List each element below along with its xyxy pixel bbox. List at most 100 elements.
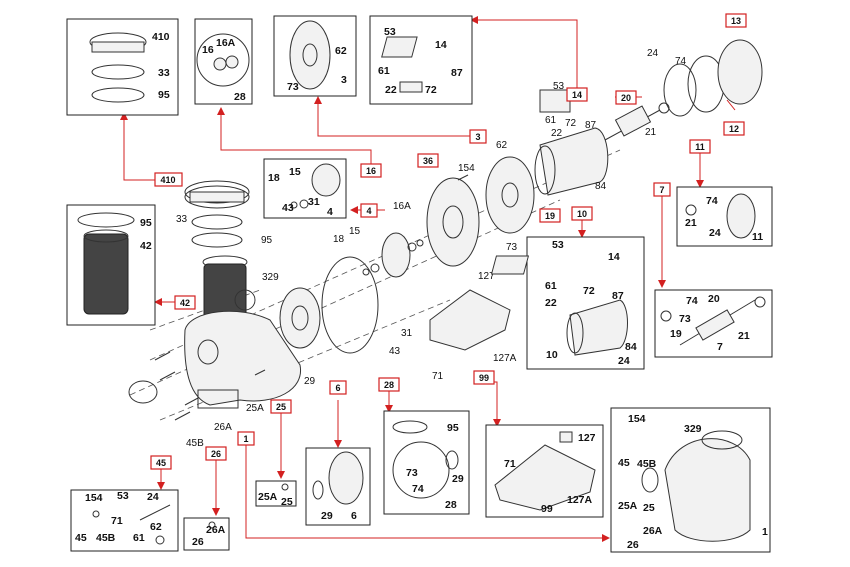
label-31: 31 bbox=[401, 328, 413, 339]
svg-text:18: 18 bbox=[268, 172, 280, 184]
tag-26: 26 bbox=[211, 449, 221, 459]
motor-bracket bbox=[485, 156, 535, 234]
part-tags: 410 16 3 14 13 20 12 11 36 4 19 10 7 42 … bbox=[150, 13, 747, 470]
detail-box-3: 62 73 3 bbox=[273, 15, 357, 97]
svg-text:95: 95 bbox=[158, 89, 170, 101]
svg-text:28: 28 bbox=[234, 91, 246, 103]
svg-text:84: 84 bbox=[625, 341, 637, 353]
svg-text:127: 127 bbox=[578, 432, 596, 444]
tag-6: 6 bbox=[335, 383, 340, 393]
tag-10: 10 bbox=[577, 209, 587, 219]
svg-text:26: 26 bbox=[627, 539, 639, 551]
svg-text:45: 45 bbox=[618, 457, 630, 469]
svg-text:74: 74 bbox=[412, 483, 424, 495]
svg-text:21: 21 bbox=[685, 217, 697, 229]
svg-text:29: 29 bbox=[321, 510, 333, 522]
svg-text:74: 74 bbox=[686, 295, 698, 307]
svg-text:99: 99 bbox=[541, 503, 553, 515]
label-74: 74 bbox=[675, 56, 687, 67]
motor-base bbox=[429, 289, 511, 351]
label-33: 33 bbox=[176, 214, 188, 225]
svg-text:73: 73 bbox=[679, 313, 691, 325]
tag-13: 13 bbox=[731, 16, 741, 26]
tag-16: 16 bbox=[366, 166, 376, 176]
label-87: 87 bbox=[585, 120, 597, 131]
fan-cover bbox=[663, 39, 763, 117]
pump-body bbox=[184, 289, 301, 409]
svg-text:14: 14 bbox=[435, 39, 447, 51]
svg-text:72: 72 bbox=[583, 285, 595, 297]
svg-text:25: 25 bbox=[281, 496, 293, 508]
svg-text:31: 31 bbox=[308, 196, 320, 208]
svg-text:61: 61 bbox=[133, 532, 145, 544]
svg-text:127A: 127A bbox=[567, 494, 593, 506]
svg-text:10: 10 bbox=[546, 349, 558, 361]
svg-text:11: 11 bbox=[752, 231, 763, 243]
svg-text:25: 25 bbox=[643, 502, 655, 514]
svg-text:329: 329 bbox=[684, 423, 702, 435]
detail-box-10: 53 14 61 72 87 22 84 10 24 bbox=[490, 236, 645, 370]
svg-text:26A: 26A bbox=[643, 525, 663, 537]
detail-box-28: 95 73 29 74 28 bbox=[383, 410, 470, 515]
svg-text:71: 71 bbox=[504, 458, 516, 470]
svg-text:95: 95 bbox=[447, 422, 459, 434]
detail-box-4: 18 15 43 31 4 bbox=[263, 158, 347, 219]
svg-text:87: 87 bbox=[612, 290, 624, 302]
label-21: 21 bbox=[645, 127, 657, 138]
detail-box-42: 95 42 bbox=[66, 204, 156, 326]
detail-box-45: 154 53 24 71 45 45B 61 62 bbox=[70, 489, 179, 552]
label-62: 62 bbox=[496, 140, 508, 151]
detail-box-25: 25A 25 bbox=[255, 480, 297, 508]
label-43: 43 bbox=[389, 346, 401, 357]
diffuser bbox=[279, 287, 321, 349]
motor bbox=[534, 89, 609, 196]
svg-text:53: 53 bbox=[117, 490, 129, 502]
label-53: 53 bbox=[553, 81, 565, 92]
svg-text:62: 62 bbox=[150, 521, 162, 533]
tag-3: 3 bbox=[475, 132, 480, 142]
tag-14: 14 bbox=[572, 90, 582, 100]
tag-410-box bbox=[154, 172, 183, 187]
label-25a: 25A bbox=[246, 403, 264, 414]
rotor-shaft bbox=[604, 102, 670, 141]
svg-text:61: 61 bbox=[545, 280, 557, 292]
tag-45: 45 bbox=[156, 458, 166, 468]
label-154: 154 bbox=[458, 163, 475, 174]
svg-text:22: 22 bbox=[545, 297, 557, 309]
svg-text:16A: 16A bbox=[216, 37, 236, 49]
detail-box-6: 29 6 bbox=[305, 447, 371, 526]
svg-text:4: 4 bbox=[327, 206, 333, 218]
tag-4: 4 bbox=[366, 206, 371, 216]
label-127: 127 bbox=[478, 271, 495, 282]
svg-text:21: 21 bbox=[738, 330, 750, 342]
svg-text:20: 20 bbox=[708, 293, 720, 305]
svg-text:154: 154 bbox=[85, 492, 103, 504]
label-127a: 127A bbox=[493, 353, 517, 364]
svg-text:71: 71 bbox=[111, 515, 123, 527]
svg-text:22: 22 bbox=[385, 84, 397, 96]
svg-text:61: 61 bbox=[378, 65, 390, 77]
svg-text:3: 3 bbox=[341, 74, 347, 86]
svg-text:53: 53 bbox=[384, 26, 396, 38]
tag-99: 99 bbox=[479, 373, 489, 383]
svg-text:45B: 45B bbox=[637, 458, 657, 470]
svg-text:26A: 26A bbox=[206, 524, 226, 536]
svg-text:45B: 45B bbox=[96, 532, 116, 544]
detail-box-410: 410 33 95 bbox=[66, 18, 179, 116]
detail-box-1: 154 329 45 45B 25A 25 26A 26 1 bbox=[610, 407, 771, 553]
svg-text:72: 72 bbox=[425, 84, 437, 96]
svg-text:1: 1 bbox=[762, 526, 768, 538]
detail-box-14: 53 14 61 87 22 72 bbox=[369, 15, 473, 105]
svg-text:33: 33 bbox=[158, 67, 170, 79]
svg-text:95: 95 bbox=[140, 217, 152, 229]
bolts bbox=[154, 174, 469, 421]
svg-text:73: 73 bbox=[287, 81, 299, 93]
svg-text:53: 53 bbox=[552, 239, 564, 251]
svg-text:16: 16 bbox=[202, 44, 214, 56]
label-26a: 26A bbox=[214, 422, 232, 433]
svg-text:29: 29 bbox=[452, 473, 464, 485]
svg-text:6: 6 bbox=[351, 510, 357, 522]
svg-text:24: 24 bbox=[147, 491, 159, 503]
